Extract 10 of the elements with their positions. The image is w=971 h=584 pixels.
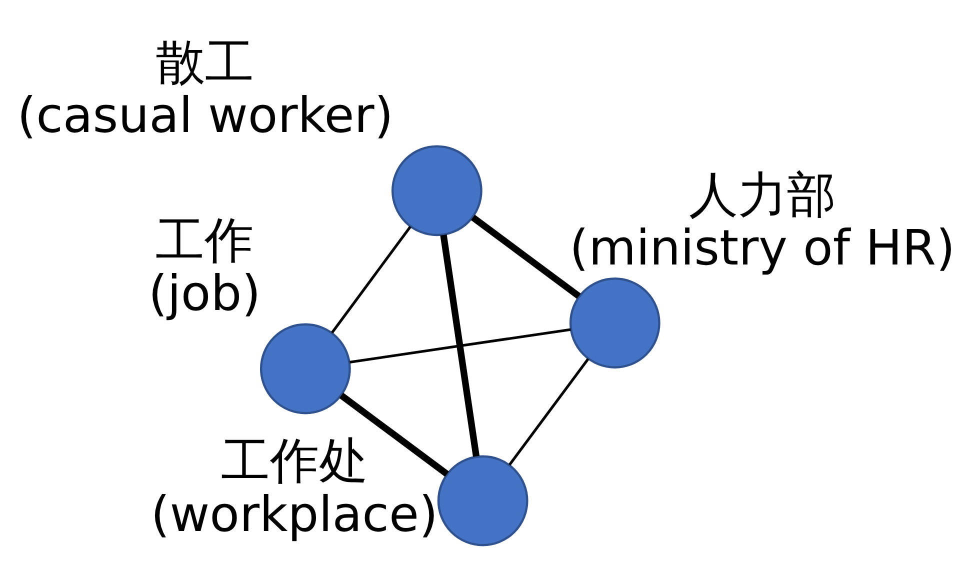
connector [440,234,480,456]
node-circle [568,277,660,368]
node-circle [436,454,528,546]
connector [349,328,570,363]
connector [330,225,411,333]
node-circle [390,144,482,236]
node-circle [259,322,350,414]
connector [338,392,448,476]
connector [508,358,589,466]
connector [470,214,580,298]
